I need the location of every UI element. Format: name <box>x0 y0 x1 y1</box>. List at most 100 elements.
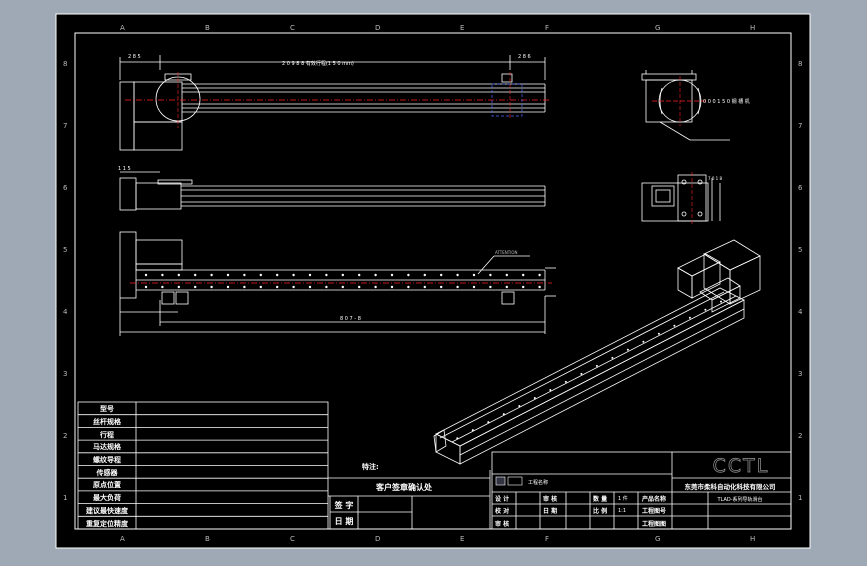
bottom-view-holes <box>144 273 541 289</box>
title-block-icon-2 <box>507 476 523 486</box>
spec-row-label: 传感器 <box>96 468 119 477</box>
rail-slot-mark <box>456 437 459 440</box>
mounting-hole <box>358 273 361 277</box>
zone-col: G <box>655 535 660 543</box>
zone-row: 3 <box>798 370 802 378</box>
rail-slot-mark <box>471 429 474 432</box>
mounting-hole <box>194 273 197 277</box>
end-view-label: 7 0 1 8 <box>708 176 722 181</box>
zone-col: H <box>750 535 755 543</box>
quantity-value: 1 件 <box>618 495 628 502</box>
mounting-hole <box>505 273 508 277</box>
zone-col: F <box>545 24 549 32</box>
zone-col: D <box>375 24 380 32</box>
remark-label: 特注: <box>362 462 379 471</box>
drawing-sheet <box>55 13 811 549</box>
zone-row: 1 <box>798 494 802 502</box>
rail-slot-mark <box>564 380 567 383</box>
front-view-hidden-block <box>491 83 523 117</box>
zone-row: 4 <box>798 308 803 316</box>
mounting-hole <box>522 273 525 277</box>
dim-left: 2 8 5 <box>128 54 141 60</box>
mounting-hole <box>292 273 295 277</box>
mounting-hole <box>325 273 328 277</box>
mounting-hole <box>226 273 230 277</box>
plan-view <box>119 171 546 211</box>
mounting-hole <box>325 285 328 289</box>
drawing-inner-border <box>74 32 792 530</box>
mounting-hole <box>440 273 443 277</box>
mounting-hole <box>259 273 262 277</box>
mounting-hole <box>358 285 361 289</box>
rail-slot-mark <box>657 332 660 335</box>
mounting-hole <box>522 285 525 289</box>
mounting-hole <box>259 285 262 289</box>
spec-row-label: 丝杆规格 <box>93 417 122 426</box>
isometric-view <box>433 239 761 465</box>
mounting-hole <box>144 285 148 289</box>
spec-row-label: 原点位置 <box>93 480 121 489</box>
zone-col: E <box>460 24 464 32</box>
mounting-hole <box>423 285 426 289</box>
spec-row-label: 行程 <box>99 430 114 439</box>
spec-row-label: 螺纹导程 <box>93 455 121 464</box>
drawing-no-label: 工程图号 <box>642 507 666 515</box>
border-rows-right: 8 7 6 5 4 3 2 1 <box>798 60 803 502</box>
mounting-hole <box>374 273 377 277</box>
bottom-view <box>119 231 556 336</box>
rail-slot-mark <box>720 300 722 303</box>
side-view-label: 0 0 0 1 5 0 钢 槽 机 <box>703 98 750 105</box>
mounting-hole <box>489 273 492 277</box>
mounting-hole <box>456 285 459 289</box>
mounting-hole <box>177 285 180 289</box>
zone-row: 5 <box>798 246 802 254</box>
mounting-hole <box>210 273 213 277</box>
front-view <box>119 55 546 151</box>
rail-slot-mark <box>642 340 645 343</box>
zone-row: 3 <box>63 370 67 378</box>
zone-row: 8 <box>798 60 802 68</box>
dim-bottom: 8 0 7 - 8 <box>340 316 361 322</box>
bottom-annotation: ATTENTION <box>495 250 518 255</box>
mounting-hole <box>243 273 246 277</box>
rail-slot-mark <box>611 356 614 359</box>
approve-label: 审 核 <box>495 520 509 528</box>
product-series: TLAD-系列导轨滑台 <box>716 496 762 503</box>
zone-col: A <box>120 24 125 32</box>
mounting-hole <box>276 273 279 277</box>
zone-row: 5 <box>63 246 67 254</box>
rail-slot-mark <box>626 348 629 351</box>
confirm-block <box>328 470 491 529</box>
mounting-hole <box>210 285 213 289</box>
mounting-hole <box>390 273 394 277</box>
zone-row: 6 <box>798 184 803 192</box>
mounting-hole <box>472 273 476 277</box>
zone-row: 4 <box>63 308 68 316</box>
spec-row-label: 马达规格 <box>93 442 122 451</box>
mounting-hole <box>161 285 164 289</box>
mounting-hole <box>308 273 312 277</box>
scale-value: 1:1 <box>618 508 626 514</box>
mounting-hole <box>374 285 377 289</box>
date-cell-label: 日 期 <box>543 507 557 515</box>
sign-label: 签 字 <box>334 500 354 510</box>
rail-slot-mark <box>688 316 691 319</box>
spec-row-label: 建议最快速度 <box>86 506 129 515</box>
check-label: 校 对 <box>495 507 509 515</box>
mounting-hole <box>341 285 344 289</box>
mounting-hole <box>456 273 459 277</box>
mounting-hole <box>226 285 230 289</box>
zone-row: 6 <box>63 184 68 192</box>
rail-slot-mark <box>487 421 490 424</box>
dim-plan-left: 1 1 5 <box>118 166 131 172</box>
zone-row: 7 <box>63 122 67 130</box>
zone-row: 7 <box>798 122 802 130</box>
rail-slot-mark <box>502 413 505 416</box>
zone-row: 2 <box>798 432 802 440</box>
rail-slot-mark <box>533 397 536 399</box>
scale-label: 比 例 <box>593 507 607 515</box>
border-columns-bottom: A B C D E F G H <box>120 535 755 543</box>
isometric-slot-marks <box>456 300 722 440</box>
